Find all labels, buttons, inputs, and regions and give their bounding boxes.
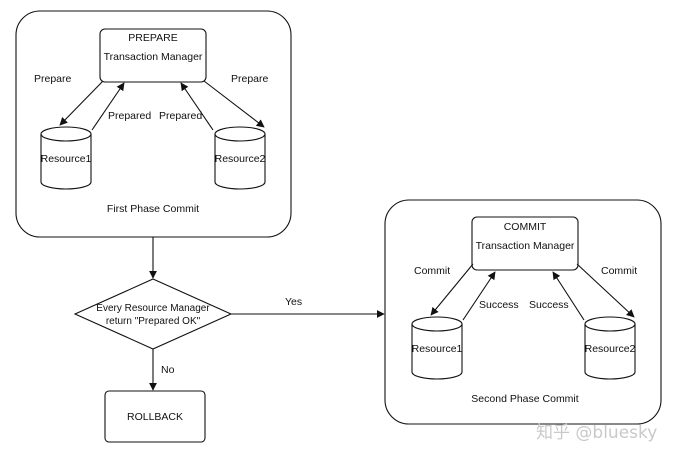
phase1-prepare-right-arrow [203,80,265,128]
phase2-resource1-label: Resource1 [412,343,463,355]
phase2-commit-left-label: Commit [414,265,450,277]
phase1-resource1[interactable]: Resource1 [40,126,92,190]
phase1-prepared-left-arrow [91,82,125,131]
phase1-prepare-right-label: Prepare [231,73,269,85]
phase1-prepared-right-label: Prepared [159,110,202,122]
phase2-resource1[interactable]: Resource1 [411,316,463,380]
phase1-prepare-left-arrow [59,80,104,126]
rollback-label: ROLLBACK [127,411,183,423]
first-phase-container: PREPARE Transaction Manager Resource1 Re… [15,10,292,238]
phase2-title: Second Phase Commit [471,393,578,405]
phase2-success-right-arrow [552,271,585,321]
phase1-transaction-manager[interactable]: PREPARE Transaction Manager [99,28,207,83]
phase1-resource1-label: Resource1 [41,153,92,165]
phase2-resource2-label: Resource2 [585,343,636,355]
phase2-success-left-label: Success [479,299,519,311]
phase2-success-left-arrow [462,271,496,321]
phase1-prepare-left-label: Prepare [34,73,72,85]
decision-line1: Every Resource Manager [96,303,210,314]
phase1-resource2-label: Resource2 [215,153,266,165]
phase2-resource2[interactable]: Resource2 [584,316,636,380]
phase1-resource2[interactable]: Resource2 [214,126,266,190]
phase1-title: First Phase Commit [107,203,199,215]
second-phase-frame [384,199,662,425]
decision-line2: return "Prepared OK" [106,316,201,327]
decision-diamond[interactable]: Every Resource Manager return "Prepared … [73,278,233,350]
phase2-commit-left-arrow [430,263,474,316]
phase1-tm-header: PREPARE [128,32,177,44]
phase2-commit-right-arrow [576,263,635,318]
phase2-transaction-manager[interactable]: COMMIT Transaction Manager [471,216,579,271]
yes-label: Yes [285,296,302,308]
phase1-prepared-right-arrow [180,82,214,131]
phase1-tm-label: Transaction Manager [104,51,203,63]
second-phase-container: COMMIT Transaction Manager Resource1 Res… [384,199,662,425]
phase2-success-right-label: Success [529,299,569,311]
no-label: No [161,364,175,376]
phase2-tm-label: Transaction Manager [476,240,575,252]
phase2-commit-right-label: Commit [601,265,637,277]
watermark: 知乎 @bluesky [536,423,657,443]
phase2-tm-header: COMMIT [504,221,547,233]
rollback-box[interactable]: ROLLBACK [104,390,206,443]
phase1-prepared-left-label: Prepared [108,110,151,122]
